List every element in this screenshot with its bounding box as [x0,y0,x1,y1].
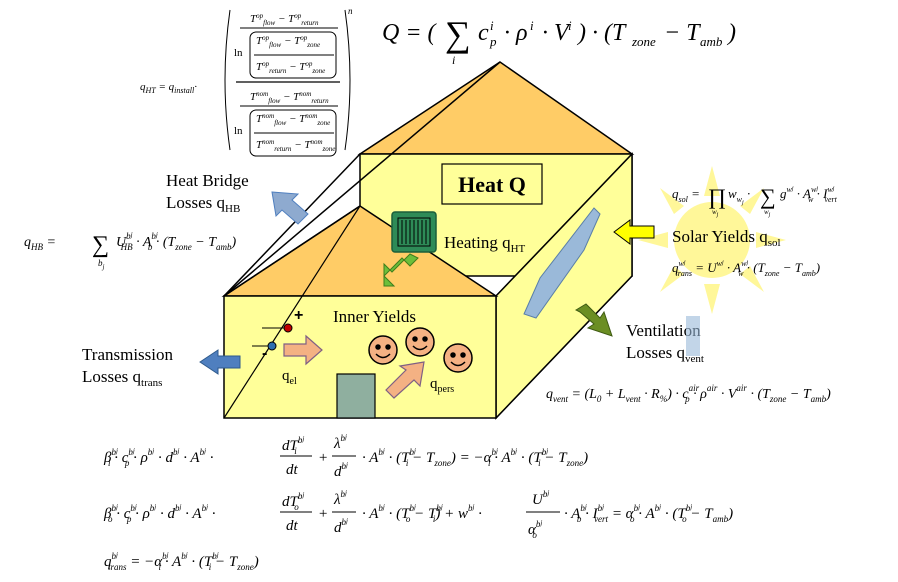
svg-text:λbj: λbj [333,433,347,452]
heat-bridge-arrow [271,191,309,225]
transmission-arrow [199,349,241,375]
svg-text:c: c [478,20,489,46]
electric-arrow [283,334,323,366]
svg-text:n: n [348,6,353,16]
heating-arrow [383,253,419,287]
svg-text:ln: ln [234,125,243,137]
svg-text:− T: − T [664,20,701,46]
svg-text:∑: ∑ [92,232,109,258]
door [336,373,376,419]
svg-text:Q = (: Q = ( [382,20,438,46]
heating-label: Heating qHT [444,233,526,255]
svg-text:i: i [530,18,534,33]
svg-text:Tnomflow − Tnomzone: Tnomflow − Tnomzone [256,112,330,127]
side-window [523,207,601,319]
svg-text:Tnomreturn − Tnomzone: Tnomreturn − Tnomzone [256,138,335,153]
svg-text:Tnomflow − Tnomreturn: Tnomflow − Tnomreturn [250,90,329,105]
svg-text:wj: wj [712,208,719,218]
solar-label: Solar Yields qsol [672,227,781,249]
svg-text:qHB =: qHB = [24,235,56,252]
solar-arrow [613,219,655,245]
svg-text:dt: dt [286,518,299,534]
svg-text:∑: ∑ [760,184,776,209]
svg-text:Heat Bridge: Heat Bridge [166,171,249,190]
svg-text:i: i [452,53,455,67]
svg-text:λbj: λbj [333,489,347,508]
svg-text:dbj: dbj [334,461,348,480]
electric-contact-icon: + - [252,307,303,362]
svg-text:Losses qtrans: Losses qtrans [82,367,162,389]
svg-text:Topflow − Topreturn: Topflow − Topreturn [250,12,319,27]
svg-text:ln: ln [234,47,243,59]
svg-text:Topreturn − Topzone: Topreturn − Topzone [256,60,325,75]
svg-text:+: + [318,450,328,466]
svg-text:· ρ: · ρ [504,20,528,46]
ventilation-arrow [574,303,613,337]
svg-text:dbj: dbj [334,517,348,536]
svg-text:p: p [489,34,497,49]
heat-bridge-label: Heat Bridge Losses qHB [166,171,249,215]
svg-text:zone: zone [631,34,656,49]
svg-text:∑: ∑ [445,14,471,54]
svg-text:): ) [726,20,736,46]
formula-q-ht: qHT = qinstall· n Topflow − Topreturn ln… [140,6,353,157]
svg-text:i: i [568,18,572,33]
svg-text:Topflow − Topzone: Topflow − Topzone [256,34,320,49]
q-pers-label: qpers [430,376,454,395]
svg-text:amb: amb [700,34,723,49]
svg-text:Ubj: Ubj [532,489,549,508]
inner-yields-label: Inner Yields [333,307,416,326]
radiator-icon [391,211,437,253]
svg-text:Losses qHB: Losses qHB [166,193,240,215]
sun-icon [638,166,786,314]
svg-text:· V: · V [542,20,571,46]
transmission-label: Transmission Losses qtrans [82,345,174,389]
q-el-label: qel [282,368,297,387]
heat-q-label: Heat Q [458,172,526,197]
svg-text:wj: wj [764,208,771,218]
svg-text:dt: dt [286,462,299,478]
smiley-face-icon [368,327,473,373]
minus-sign: - [262,345,267,362]
heat-q-box: Heat Q [441,163,543,205]
formula-q-total: Q = ( ∑ i c i p · ρ i · V i ) · (T zone … [382,14,736,67]
ventilation-label: Ventilation Losses qvent [626,321,704,365]
plus-sign: + [294,307,303,324]
svg-text:Ventilation: Ventilation [626,321,701,340]
svg-text:∏: ∏ [708,184,726,209]
window-pane-decor [686,316,700,356]
svg-text:Solar Yields qsol: Solar Yields qsol [672,227,781,249]
svg-text:bj: bj [98,258,105,271]
svg-text:+: + [318,506,328,522]
svg-text:qHT = qinstall·: qHT = qinstall· [140,81,197,95]
svg-text:Transmission: Transmission [82,345,174,364]
svg-text:) · (T: ) · (T [576,20,627,46]
svg-text:i: i [490,18,494,33]
persons-arrow [385,361,425,399]
